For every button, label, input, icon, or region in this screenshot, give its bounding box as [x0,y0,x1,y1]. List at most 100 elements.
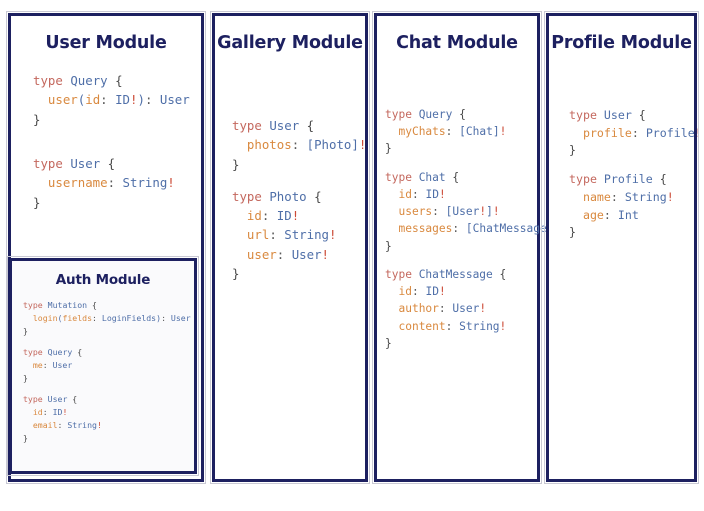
code-line [385,158,537,169]
code-line: user: User! [232,245,365,264]
code-token-punct [569,126,583,140]
code-token-punct: : [411,188,426,201]
code-token-punct: : [411,285,426,299]
code-line [33,142,201,154]
code-token-brace: { [107,73,123,88]
code-line: age: Int [569,207,694,225]
code-token-type: ChatMessage [418,268,493,281]
code-token-kw: type [232,188,270,204]
code-line: url: String! [232,225,365,244]
code-token-field: id [398,188,412,201]
code-token-brace: } [23,325,28,336]
code-token-field: id [398,285,412,299]
code-line: type Query { [385,106,537,123]
code-token-punct [385,222,398,235]
code-token-type: Query [418,108,453,121]
code-token-type: Chat [465,125,493,139]
code-line: } [385,140,537,157]
code-token-paren: ] [351,137,359,153]
code-token-paren: [ [306,137,315,153]
code-line: } [232,155,365,174]
code-line: author: User! [385,300,537,317]
code-token-type: ID [115,92,130,108]
code-line: } [23,432,194,445]
code-token-field: login [32,312,58,323]
code-token-field: fields [62,312,93,323]
code-token-type: ID [276,208,292,224]
code-token-brace: { [306,188,322,204]
code-line: photos: [Photo]! [232,135,367,154]
code-token-brace: } [385,336,392,350]
code-token-punct: : [161,312,171,323]
code-token-brace: { [87,300,97,310]
code-token-bang: ! [167,175,175,191]
code-line [569,160,694,172]
code-token-kw: type [23,393,48,404]
code-token-type: Query [47,346,73,357]
code-token-kw: type [385,268,419,281]
code-token-bang: ! [62,406,68,417]
code-token-kw: type [385,170,419,184]
code-token-kw: type [569,172,604,187]
code-token-punct: : [603,207,618,222]
panel-gallery-module[interactable]: Gallery Module type User { photos: [Phot… [210,11,370,484]
code-token-paren: ) [137,92,145,108]
code-token-type: ChatMessage [472,222,547,236]
code-token-bang: ! [358,137,367,153]
code-line: } [23,325,194,338]
panel-title-chat-module: Chat Module [396,33,518,53]
code-token-brace: } [569,225,576,240]
code-token-field: username [47,175,108,191]
code-line: users: [User!]! [385,203,537,220]
code-token-field: email [32,419,58,430]
code-token-type: Mutation [47,300,88,310]
code-token-type: ID [425,285,439,299]
code-token-brace: } [385,142,392,156]
code-token-brace: } [385,239,392,253]
code-token-type: LoginFields [101,312,157,323]
code-token-type: Int [617,207,639,222]
code-line: type Chat { [385,169,537,186]
code-token-punct [385,285,398,298]
panel-profile-module[interactable]: Profile Module type User { profile: Prof… [544,11,702,484]
code-token-type: User [452,302,480,316]
code-token-type: User [170,312,191,323]
code-token-field: user [246,246,277,262]
panel-chat-module[interactable]: Chat Module type Query { myChats: [Chat]… [372,11,560,484]
code-token-punct: : [269,227,285,243]
code-token-bang: ! [130,92,138,108]
code-token-paren: ( [77,92,86,108]
panel-title-profile-module: Profile Module [551,33,692,53]
code-token-brace: } [232,156,240,172]
code-token-punct [23,360,33,370]
code-line: } [569,142,694,160]
code-token-field: photos [246,137,292,153]
code-token-type: User [52,359,73,370]
code-token-type: Profile [645,125,695,140]
panel-auth-module[interactable]: Auth Module type Mutation { login(fields… [7,256,199,476]
code-token-type: User [159,92,190,108]
code-token-bang: ! [438,285,446,299]
code-token-field: author [398,302,439,316]
code-token-brace: { [299,118,315,133]
code-token-brace: { [100,156,116,171]
code-token-punct: : [452,222,466,236]
code-line: } [33,110,201,129]
code-token-punct: : [276,246,292,262]
code-line: } [385,238,537,255]
code-line: } [232,264,365,283]
code-token-field: content [398,319,446,333]
code-line: type User { [569,107,694,125]
code-token-punct: : [438,302,453,316]
code-token-type: String [284,227,329,243]
code-token-type: Profile [603,172,653,187]
code-token-punct: : [42,359,53,370]
code-token-brace: } [23,372,28,383]
code-token-field: id [32,406,43,417]
code-line: } [23,372,194,385]
code-token-bang: ! [321,246,329,262]
code-token-bang: ! [479,302,487,316]
code-token-bang: ! [438,188,446,201]
code-token-type: Query [70,73,108,88]
code-token-kw: type [23,346,48,357]
